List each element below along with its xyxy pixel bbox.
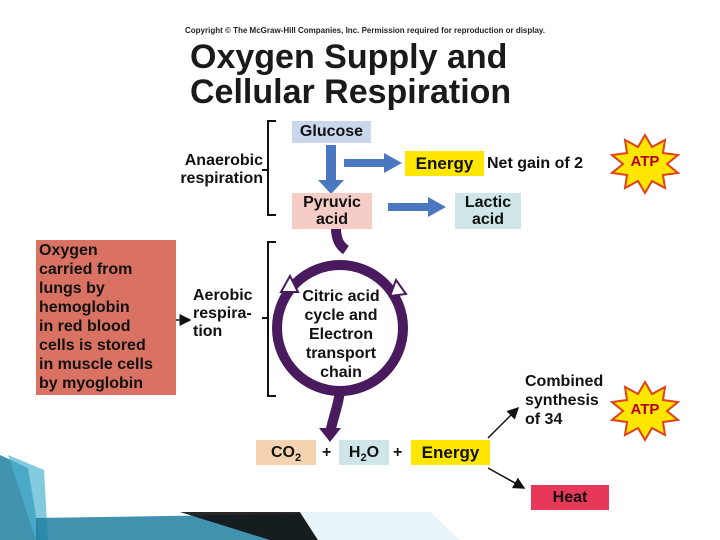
cycle-line-2: cycle and	[304, 307, 378, 324]
title-line-1: Oxygen Supply and	[190, 38, 508, 76]
pyruvic-line-1: Pyruvic	[303, 194, 361, 211]
cycle-arrow-left	[279, 273, 300, 293]
oxygen-box: Oxygen carried from lungs by hemoglobin …	[36, 240, 176, 395]
oxygen-line-1: Oxygen	[39, 242, 98, 259]
bottom-band-light	[300, 512, 460, 540]
anaerobic-line-1: Anaerobic	[184, 152, 263, 169]
plus-sign-2: +	[393, 444, 403, 461]
h2o-box: H2O	[339, 440, 389, 465]
glucose-box: Glucose	[292, 121, 371, 143]
combined-line-2: synthesis	[525, 392, 599, 409]
atp-label-top: ATP	[630, 153, 660, 170]
bottom-band-dark	[180, 512, 318, 540]
citric-cycle-label: Citric acid cycle and Electron transport…	[291, 287, 391, 382]
atp-star-top	[609, 133, 681, 195]
pyruvic-to-cycle	[331, 227, 349, 255]
oxygen-line-6: cells is stored	[39, 337, 146, 354]
cycle-line-1: Citric acid	[302, 288, 380, 305]
aerobic-line-3: tion	[193, 323, 223, 340]
energy-arrow	[344, 153, 402, 173]
heat-box: Heat	[531, 485, 609, 510]
cycle-line-5: chain	[320, 364, 362, 381]
aerobic-label: Aerobic respira- tion	[193, 287, 253, 341]
title-line-2: Cellular Respiration	[190, 73, 512, 111]
net-gain-label: Net gain of 2	[487, 155, 584, 172]
lactic-line-2: acid	[471, 211, 504, 228]
energy-box-bottom: Energy	[411, 440, 490, 465]
h2o-subscript: 2	[360, 452, 367, 465]
aerobic-line-1: Aerobic	[193, 287, 253, 304]
lactic-line-1: Lactic	[464, 194, 512, 211]
anaerobic-line-2: respiration	[180, 170, 263, 187]
page-title: Oxygen Supply and Cellular Respiration	[190, 40, 550, 110]
co2-text: CO	[270, 444, 295, 461]
oxygen-line-4: hemoglobin	[39, 299, 130, 316]
pyruvic-acid-box: Pyruvic acid	[292, 193, 372, 229]
glucose-pyruvic-arrow	[318, 145, 344, 194]
oxygen-line-5: in red blood	[39, 318, 131, 335]
oxygen-line-3: lungs by	[39, 280, 105, 297]
lactic-arrow	[388, 197, 446, 217]
combined-line-1: Combined	[525, 373, 604, 390]
copyright-notice: Copyright © The McGraw-Hill Companies, I…	[184, 26, 546, 35]
cycle-to-products	[325, 390, 345, 435]
co2-subscript: 2	[294, 452, 302, 465]
oxygen-line-8: by myoglobin	[39, 375, 143, 392]
plus-sign-1: +	[322, 444, 332, 461]
oxygen-line-7: in muscle cells	[39, 356, 153, 373]
combined-synthesis-label: Combined synthesis of 34	[525, 372, 603, 429]
cycle-line-4: transport	[305, 345, 377, 362]
energy-box-top: Energy	[405, 151, 484, 176]
h2o-h: H	[348, 444, 361, 461]
cycle-arrowhead	[319, 428, 341, 442]
lactic-acid-box: Lactic acid	[455, 193, 521, 229]
oxygen-line-2: carried from	[39, 261, 133, 278]
anaerobic-label: Anaerobic respiration	[168, 152, 263, 188]
pyruvic-line-2: acid	[315, 211, 348, 228]
atp-star-bottom	[609, 380, 681, 442]
atp-label-bottom: ATP	[630, 401, 660, 418]
co2-box: CO2	[256, 440, 316, 465]
aerobic-line-2: respira-	[193, 305, 252, 322]
cycle-line-3: Electron	[308, 326, 373, 343]
cycle-arrow-right	[388, 277, 408, 298]
h2o-o: O	[366, 444, 380, 461]
anaerobic-bracket	[267, 120, 276, 216]
combined-line-3: of 34	[525, 411, 563, 428]
